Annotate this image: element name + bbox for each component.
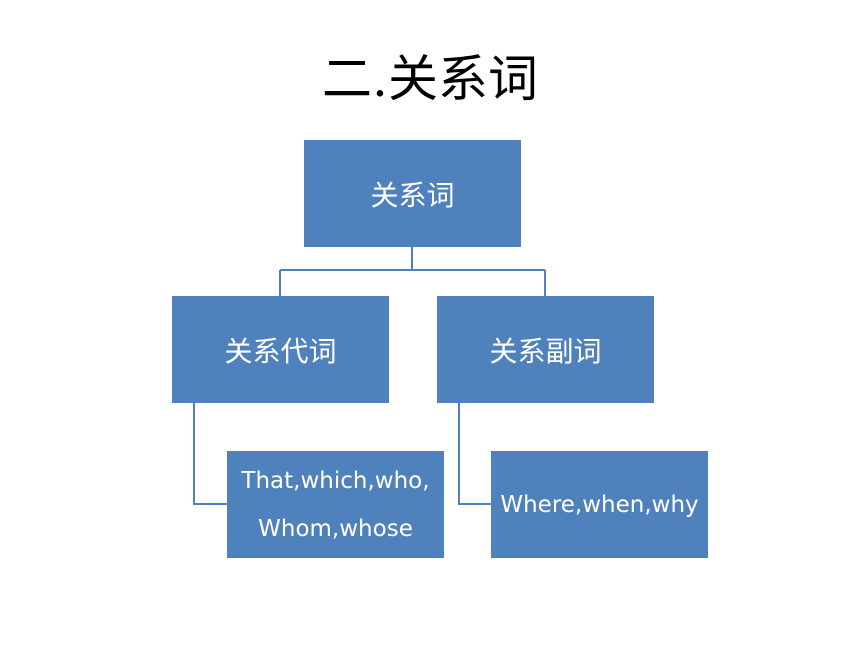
node-relative-words-label: 关系词	[370, 178, 455, 212]
node-relative-pronouns: 关系代词	[172, 296, 389, 403]
node-adverb-examples: Where,when,why	[491, 451, 708, 558]
node-pronoun-examples: That,which,who, Whom,whose	[227, 451, 444, 558]
slide-title: 二.关系词	[322, 50, 538, 108]
adverb-examples-text: Where,when,why	[500, 491, 699, 518]
pronoun-examples-line-2: Whom,whose	[258, 515, 413, 542]
node-relative-words: 关系词	[304, 140, 521, 247]
connector-pronouns-to-examples	[193, 403, 227, 505]
connector-adverbs-to-examples	[458, 403, 491, 505]
node-relative-adverbs: 关系副词	[437, 296, 654, 403]
node-relative-pronouns-label: 关系代词	[224, 334, 337, 368]
node-relative-adverbs-label: 关系副词	[489, 334, 602, 368]
pronoun-examples-line-1: That,which,who,	[241, 467, 430, 494]
